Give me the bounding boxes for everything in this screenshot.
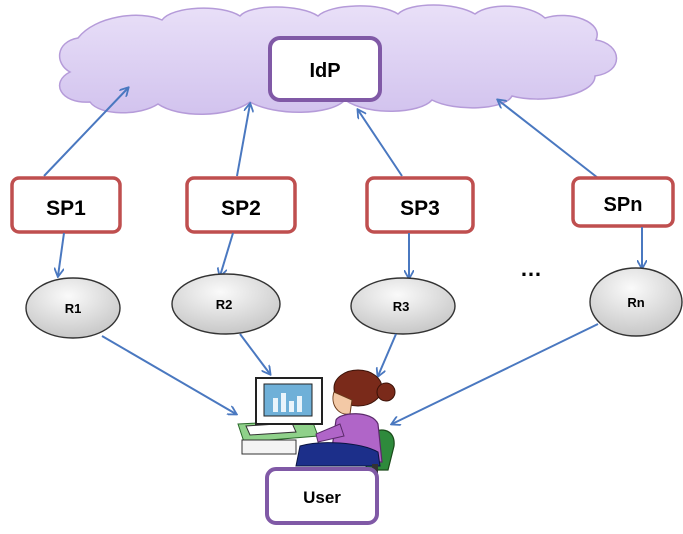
resource-node-2[interactable]: R2 (171, 273, 281, 335)
sp-label: SP2 (221, 197, 261, 220)
arrow-r1-user (101, 335, 236, 414)
arrow-sp2-r2 (220, 232, 234, 276)
arrow-sp1-r1 (58, 232, 65, 276)
sp-to-resource-arrows (58, 227, 642, 278)
resource-label: Rn (627, 295, 644, 310)
resource-label: R3 (393, 299, 410, 314)
user-at-computer-illustration (237, 369, 396, 478)
sp-node-n[interactable]: SPn (571, 176, 675, 228)
idp-node[interactable]: IdP (268, 36, 382, 102)
resource-node-3[interactable]: R3 (350, 277, 456, 335)
sp-label: SP1 (46, 197, 86, 220)
arrow-sp2-idp (236, 104, 250, 177)
sp-label: SPn (604, 194, 643, 216)
arrow-spn-idp (498, 100, 599, 179)
arrow-rn-user (392, 323, 599, 424)
sp-node-1[interactable]: SP1 (10, 176, 122, 234)
arrow-sp1-idp (43, 88, 128, 177)
resource-label: R2 (216, 297, 233, 312)
user-node[interactable]: User (265, 467, 379, 525)
sp-label: SP3 (400, 197, 440, 220)
user-label: User (303, 488, 341, 507)
sp-node-2[interactable]: SP2 (185, 176, 297, 234)
arrow-r2-user (239, 333, 270, 374)
arrow-r3-user (378, 333, 397, 376)
sp-to-idp-arrows (43, 88, 599, 179)
resource-label: R1 (65, 301, 82, 316)
sp-node-3[interactable]: SP3 (365, 176, 475, 234)
resource-node-1[interactable]: R1 (25, 277, 121, 339)
arrow-sp3-idp (358, 110, 403, 177)
idp-label: IdP (309, 60, 340, 82)
resource-to-user-arrows (101, 323, 599, 424)
resource-node-n[interactable]: Rn (589, 267, 683, 337)
ellipsis-text: … (520, 256, 542, 281)
